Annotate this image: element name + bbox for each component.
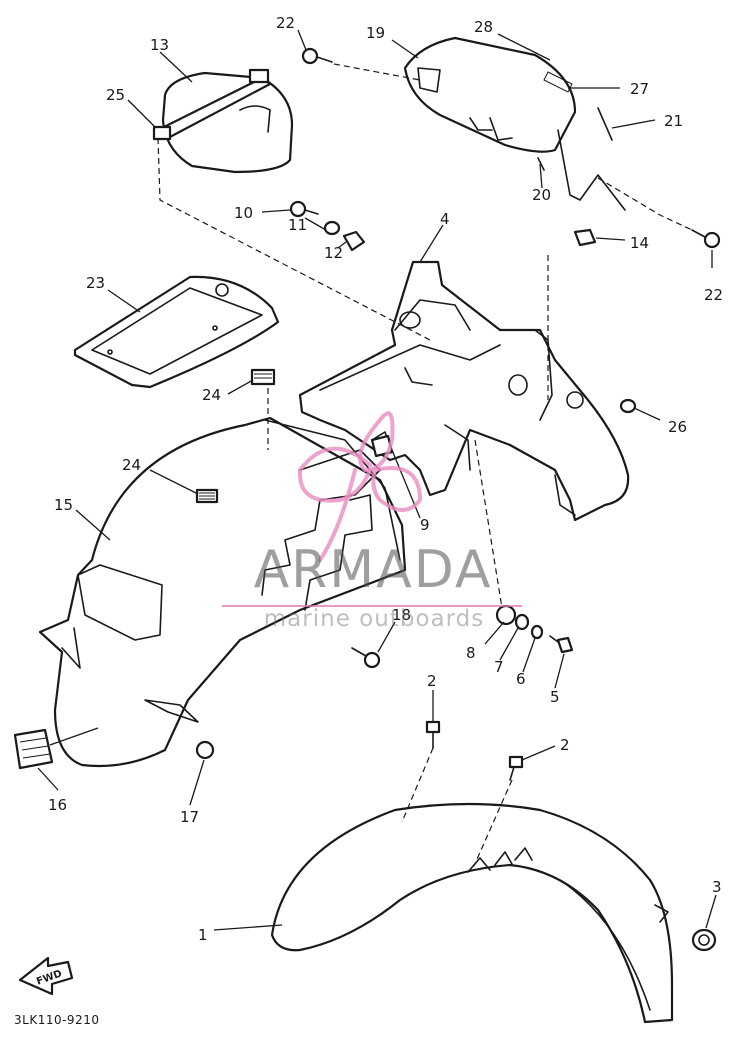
callout-labels: 13 25 22 19 28 27 21 20 10 11 12 4 14 22… — [48, 14, 723, 944]
callout-22-right: 22 — [704, 286, 723, 304]
drawing-number: 3LK110-9210 — [14, 1013, 100, 1027]
part-25-band-clip — [152, 125, 172, 141]
part-1-front-fender — [270, 802, 674, 1024]
callout-13: 13 — [150, 36, 169, 54]
watermark-logo — [297, 411, 423, 562]
part-19-tail-cover — [403, 36, 626, 211]
callout-20: 20 — [532, 186, 551, 204]
part-13-tool-box — [152, 68, 294, 174]
part-23-plate-bracket — [73, 275, 280, 389]
callout-2-left: 2 — [427, 672, 437, 690]
callout-5: 5 — [550, 688, 560, 706]
hardware — [195, 47, 721, 952]
part-4-rear-bracket — [298, 260, 630, 522]
callout-26: 26 — [668, 418, 687, 436]
callout-16: 16 — [48, 796, 67, 814]
callout-8: 8 — [466, 644, 476, 662]
callout-3: 3 — [712, 878, 722, 896]
watermark-name: ARMADA — [253, 540, 493, 600]
callout-23: 23 — [86, 274, 105, 292]
callout-10: 10 — [234, 204, 253, 222]
fwd-arrow: FWD — [18, 956, 74, 996]
callout-21: 21 — [664, 112, 683, 130]
assembly-lines — [157, 63, 693, 867]
callout-6: 6 — [516, 670, 526, 688]
callout-25: 25 — [106, 86, 125, 104]
callout-11: 11 — [288, 216, 307, 234]
part-24-pad-upper — [250, 368, 276, 386]
callout-19: 19 — [366, 24, 385, 42]
part-15-rear-fender — [38, 416, 407, 768]
callout-18: 18 — [392, 606, 411, 624]
part-16-reflector — [13, 728, 54, 770]
leader-lines — [37, 29, 717, 931]
callout-14: 14 — [630, 234, 649, 252]
callout-22-top: 22 — [276, 14, 295, 32]
watermark-subtitle: marine outboards — [263, 606, 485, 632]
callout-28: 28 — [474, 18, 493, 36]
callout-27: 27 — [630, 80, 649, 98]
callout-7: 7 — [494, 658, 504, 676]
callout-12: 12 — [324, 244, 343, 262]
callout-4: 4 — [440, 210, 450, 228]
callout-24-upper: 24 — [202, 386, 221, 404]
callout-15: 15 — [54, 496, 73, 514]
callout-2-right: 2 — [560, 736, 570, 754]
callout-24-lower: 24 — [122, 456, 141, 474]
watermark-divider — [222, 605, 522, 607]
callout-1: 1 — [198, 926, 208, 944]
callout-17: 17 — [180, 808, 199, 826]
callout-9: 9 — [420, 516, 430, 534]
